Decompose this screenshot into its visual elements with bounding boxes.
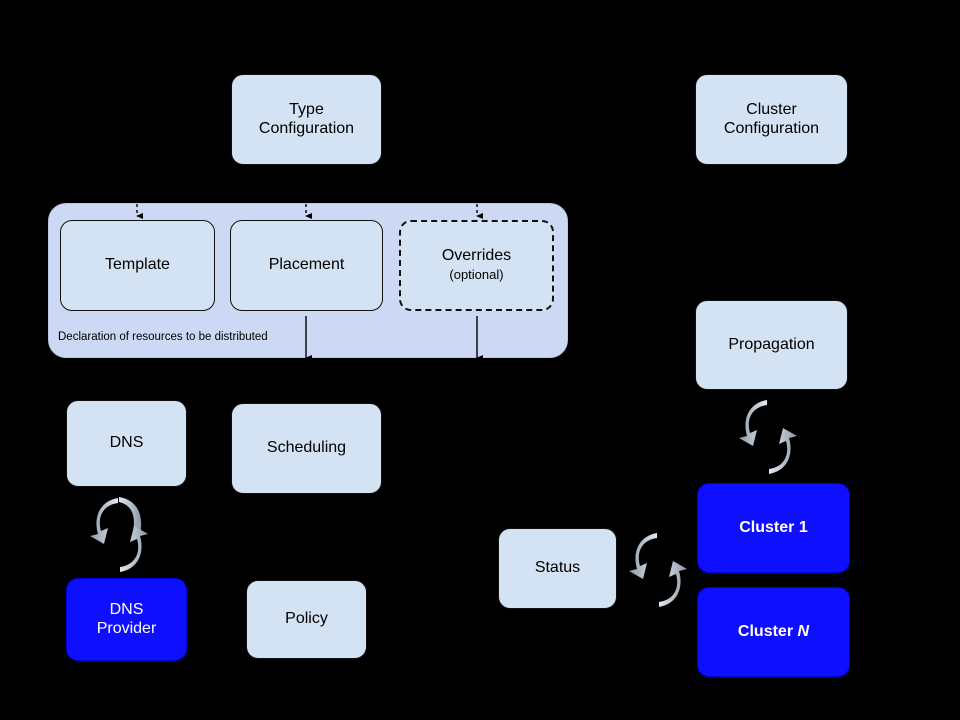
sync-arrows-glyph <box>629 533 687 607</box>
label-line-1: Type <box>289 100 324 118</box>
sync-arrows-glyph <box>90 497 148 572</box>
sync-arrows-glyph <box>739 400 797 474</box>
node-cluster-n-label: Cluster N <box>698 623 849 642</box>
node-template-label: Template <box>105 256 170 274</box>
node-overrides-label: Overrides (optional) <box>401 247 552 285</box>
label-line-1: DNS <box>109 600 144 618</box>
label-line-1: Cluster <box>746 100 797 118</box>
node-overrides-sublabel: (optional) <box>449 266 504 282</box>
node-dns-provider-label: DNS Provider <box>67 601 186 639</box>
node-scheduling[interactable]: Scheduling <box>231 403 382 494</box>
node-cluster-1-label: Cluster 1 <box>698 519 849 538</box>
node-cluster-n[interactable]: Cluster N <box>697 587 850 677</box>
node-type-configuration[interactable]: Type Configuration <box>231 74 382 165</box>
node-status[interactable]: Status <box>498 528 617 609</box>
node-policy-label: Policy <box>285 610 328 628</box>
node-status-label: Status <box>534 559 581 577</box>
cluster-index: 1 <box>798 518 808 536</box>
node-type-configuration-label: Type Configuration <box>232 101 381 139</box>
node-scheduling-label: Scheduling <box>266 439 347 457</box>
node-dns-provider[interactable]: DNS Provider <box>66 578 187 661</box>
node-cluster-1[interactable]: Cluster 1 <box>697 483 850 573</box>
node-cluster-configuration[interactable]: Cluster Configuration <box>695 74 848 165</box>
sync-arrows-icon-status <box>627 527 689 613</box>
cluster-index: N <box>797 622 810 640</box>
node-policy[interactable]: Policy <box>246 580 367 659</box>
node-propagation-label: Propagation <box>728 335 815 353</box>
label-line-2: Configuration <box>258 119 355 137</box>
node-overrides-title: Overrides <box>441 246 512 264</box>
sync-arrows-icon-propagation <box>737 394 799 480</box>
label-line-2: Provider <box>96 619 157 637</box>
node-template[interactable]: Template <box>60 220 215 311</box>
node-placement-label: Placement <box>268 256 345 274</box>
node-propagation[interactable]: Propagation <box>695 300 848 390</box>
node-cluster-configuration-label: Cluster Configuration <box>696 101 847 139</box>
cluster-name: Cluster <box>737 622 794 640</box>
node-dns[interactable]: DNS <box>66 400 187 487</box>
group-caption: Declaration of resources to be distribut… <box>58 331 268 343</box>
node-placement[interactable]: Placement <box>230 220 383 311</box>
node-overrides[interactable]: Overrides (optional) <box>399 220 554 311</box>
node-dns-label: DNS <box>109 434 144 452</box>
cluster-name: Cluster <box>739 518 795 536</box>
sync-arrows-icon-dns <box>88 492 150 578</box>
label-line-2: Configuration <box>723 119 820 137</box>
